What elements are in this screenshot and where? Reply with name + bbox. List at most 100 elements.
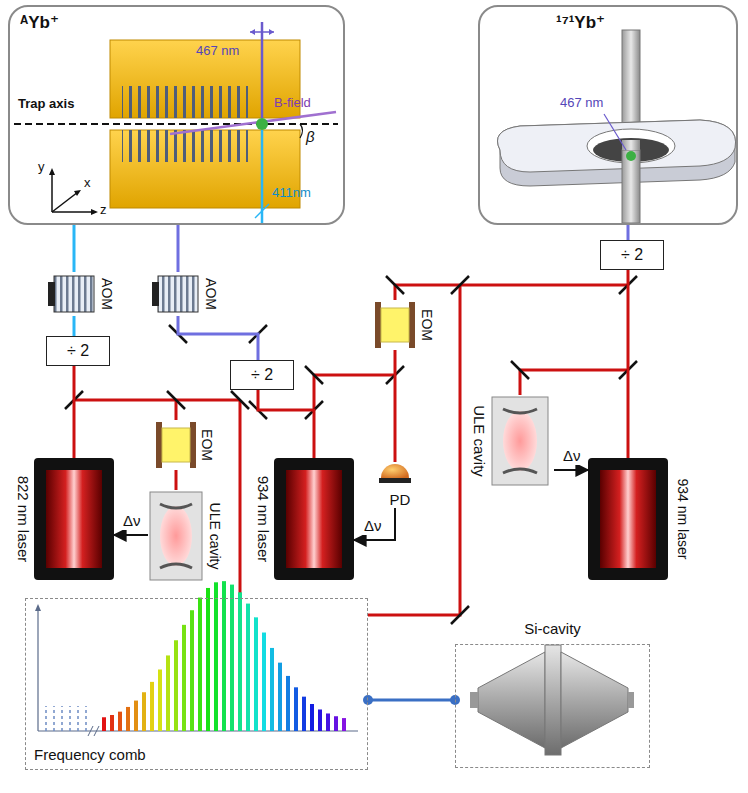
mirrors bbox=[65, 276, 637, 624]
comb-spectrum bbox=[35, 581, 358, 736]
comb-tooth bbox=[214, 582, 218, 731]
node-label: ¹⁷¹Yb⁺ bbox=[556, 13, 605, 33]
annotation: 467 nm bbox=[560, 96, 603, 110]
annotation: 467 nm bbox=[196, 44, 239, 58]
annotation: β bbox=[306, 129, 315, 146]
comb-tooth bbox=[61, 706, 63, 731]
feedback-arrow bbox=[554, 469, 588, 471]
comb-tooth bbox=[158, 669, 162, 731]
comb-tooth bbox=[270, 648, 274, 731]
axis bbox=[37, 608, 38, 731]
node-label: 934 nm laser bbox=[255, 476, 272, 563]
beam-path bbox=[627, 225, 630, 240]
comb-tooth bbox=[326, 713, 330, 731]
dashed-frame bbox=[455, 644, 650, 768]
comb-tooth bbox=[77, 706, 79, 731]
lasers bbox=[34, 458, 668, 580]
node-label: 934 nm laser bbox=[675, 479, 691, 560]
node-label: AOM bbox=[203, 278, 219, 310]
comb-tooth bbox=[182, 625, 186, 731]
mirror bbox=[511, 361, 529, 379]
ule-cavity: ULE cavity bbox=[148, 490, 224, 582]
comb-tooth bbox=[222, 581, 226, 731]
edge-label: Δν bbox=[362, 518, 384, 535]
node-label: ÷ 2 bbox=[47, 342, 109, 360]
comb-tooth bbox=[198, 598, 202, 731]
node-label: ÷ 2 bbox=[601, 246, 663, 264]
beam-path bbox=[175, 470, 178, 490]
comb-tooth bbox=[302, 697, 306, 731]
comb-tooth bbox=[102, 717, 106, 731]
laser: 934 nm laser bbox=[588, 458, 692, 580]
beam-path bbox=[73, 366, 76, 458]
comb-tooth bbox=[278, 663, 282, 731]
comb-tooth bbox=[126, 707, 130, 731]
mirror bbox=[305, 366, 323, 384]
ion-trap-panel: ¹⁷¹Yb⁺ bbox=[478, 5, 738, 225]
ring-trap bbox=[498, 30, 736, 223]
comb-tooth bbox=[69, 706, 71, 731]
comb-tooth bbox=[206, 588, 210, 731]
mirror bbox=[451, 606, 469, 624]
comb-tooth bbox=[254, 617, 258, 731]
node-label: ULE cavity bbox=[207, 503, 223, 570]
comb-tooth bbox=[230, 585, 234, 731]
node-label: ÷ 2 bbox=[231, 366, 293, 384]
node-label: 822 nm laser bbox=[15, 476, 32, 563]
node-label: Frequency comb bbox=[34, 746, 146, 763]
node-label: ULE cavity bbox=[471, 405, 488, 477]
annotation: 411nm bbox=[272, 186, 311, 200]
beam-path bbox=[178, 316, 258, 360]
feedback-arrow bbox=[114, 534, 148, 536]
comb-tooth bbox=[318, 709, 322, 731]
node-label: EOM bbox=[419, 309, 435, 341]
comb-tooth bbox=[53, 706, 55, 731]
comb-tooth bbox=[142, 692, 146, 731]
node-label: EOM bbox=[199, 429, 215, 461]
link-dot bbox=[363, 695, 373, 705]
photodiode bbox=[379, 464, 411, 483]
edge-label: Δν bbox=[561, 448, 583, 465]
comb-tooth bbox=[342, 718, 346, 731]
ule-cavities bbox=[150, 397, 548, 580]
comb-tooth bbox=[238, 592, 242, 731]
comb-tooth bbox=[174, 640, 178, 731]
aom: AOM bbox=[48, 272, 116, 316]
si-cavity bbox=[470, 645, 634, 755]
annotation: x bbox=[84, 176, 91, 190]
comb-tooth bbox=[134, 701, 138, 731]
linear-trap bbox=[14, 22, 338, 224]
comb-tooth bbox=[150, 682, 154, 731]
eom: EOM bbox=[372, 300, 436, 350]
beam-path bbox=[394, 350, 397, 462]
comb-tooth bbox=[246, 604, 250, 731]
comb-tooth bbox=[334, 716, 338, 731]
laser: 934 nm laser bbox=[254, 458, 354, 580]
comb-tooth bbox=[190, 610, 194, 731]
axis-arrow bbox=[35, 604, 41, 611]
comb-tooth bbox=[310, 704, 314, 731]
static-beams bbox=[74, 285, 628, 615]
comb-tooth bbox=[262, 633, 266, 731]
node-label: AOM bbox=[99, 278, 115, 310]
beam-path bbox=[73, 316, 76, 336]
mirror bbox=[451, 276, 469, 294]
frequency-comb: Frequency comb bbox=[25, 598, 368, 770]
node-label: PD bbox=[373, 491, 427, 508]
mirror bbox=[231, 391, 249, 409]
comb-tooth bbox=[118, 712, 122, 731]
frequency-doubler: ÷ 2 bbox=[46, 336, 110, 366]
mirror bbox=[386, 276, 404, 294]
ule-cavity: ULE cavity bbox=[470, 395, 554, 487]
node-label: Si-cavity bbox=[455, 620, 650, 637]
beam-path bbox=[258, 390, 314, 458]
beam-path bbox=[627, 270, 630, 458]
axis-break bbox=[88, 726, 99, 736]
comb-tooth bbox=[45, 706, 47, 731]
comb-tooth bbox=[166, 655, 170, 731]
annotation: y bbox=[38, 160, 45, 174]
beam-path bbox=[177, 225, 180, 272]
